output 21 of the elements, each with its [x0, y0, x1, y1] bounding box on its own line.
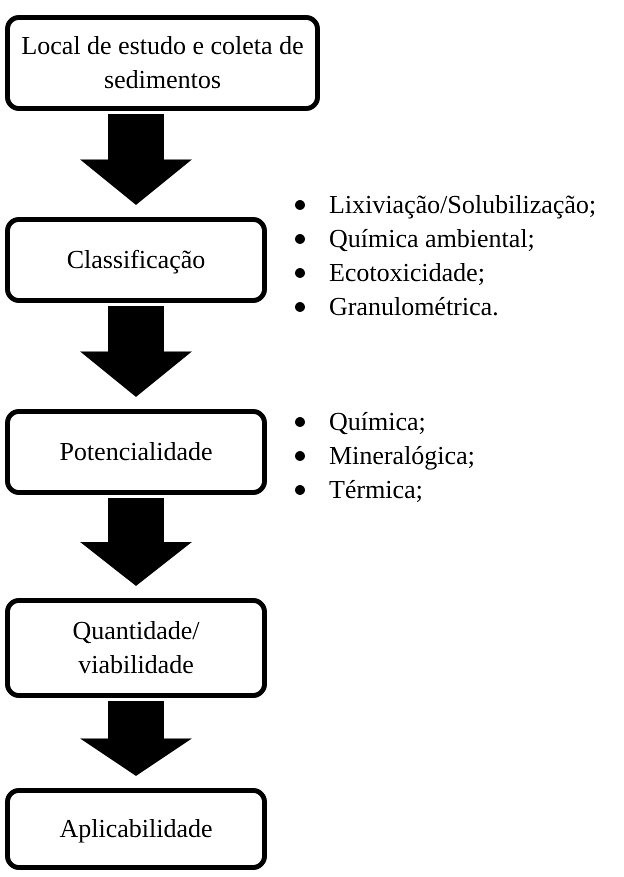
box-label: Potencialidade — [59, 436, 213, 468]
bullet-item: Ecotoxicidade; — [329, 257, 485, 289]
block-arrow — [80, 306, 192, 397]
block-arrow — [80, 701, 192, 776]
bullet-item: Mineralógica; — [329, 440, 475, 472]
process-box — [5, 409, 267, 495]
box-label: Local de estudo e coleta de sedimentos — [20, 30, 305, 96]
box-label: Quantidade/ viabilidade — [71, 615, 201, 681]
process-box — [5, 598, 267, 698]
process-box — [5, 788, 267, 870]
bullet-item: Térmica; — [329, 474, 423, 506]
bullet-item: Lixiviação/Solubilização; — [329, 189, 596, 221]
box-label: Aplicabilidade — [59, 813, 213, 846]
process-box — [5, 217, 267, 303]
process-box — [5, 15, 320, 111]
bullet-item: Granulométrica. — [329, 291, 499, 323]
bullet-item: Química; — [329, 406, 426, 438]
block-arrow — [80, 498, 192, 586]
bullet-item: Química ambiental; — [329, 223, 535, 255]
box-label: Classificação — [66, 244, 206, 276]
block-arrow — [80, 114, 192, 205]
